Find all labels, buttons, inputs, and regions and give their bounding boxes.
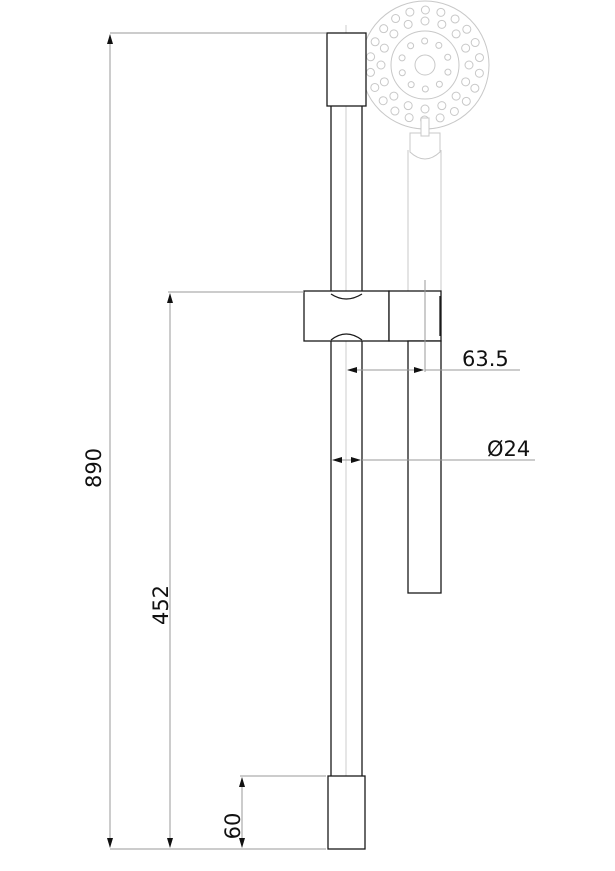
nozzle-icon bbox=[404, 113, 414, 123]
nozzle-icon bbox=[403, 101, 413, 111]
nozzle-icon bbox=[464, 60, 474, 70]
nozzle-icon bbox=[435, 80, 443, 88]
slider bbox=[303, 290, 442, 594]
nozzle-icon bbox=[405, 7, 415, 17]
nozzle-icon bbox=[444, 68, 452, 76]
nozzle-icon bbox=[391, 14, 401, 24]
nozzle-icon bbox=[421, 37, 429, 45]
nozzle-icon bbox=[390, 106, 400, 116]
nozzle-icon bbox=[462, 24, 472, 34]
dimension-label-63-5: 63.5 bbox=[462, 347, 509, 371]
dimension-label-60: 60 bbox=[221, 813, 245, 840]
hand-shower-handle bbox=[407, 340, 442, 594]
nozzle-icon bbox=[436, 7, 446, 17]
nozzle-icon bbox=[366, 67, 376, 77]
nozzle-icon bbox=[370, 82, 380, 92]
dimension-452: 452 bbox=[149, 291, 304, 848]
nozzle-icon bbox=[370, 37, 380, 47]
nozzle-icon bbox=[421, 85, 429, 93]
nozzle-icon bbox=[389, 91, 399, 101]
dimension-890: 890 bbox=[82, 32, 326, 850]
nozzle-icon bbox=[470, 38, 480, 48]
nozzle-icon bbox=[451, 29, 461, 39]
nozzle-icon bbox=[378, 96, 388, 106]
nozzle-icon bbox=[398, 54, 406, 62]
nozzle-icon bbox=[379, 43, 389, 53]
bottom-bracket bbox=[327, 775, 366, 850]
rail bbox=[326, 25, 367, 850]
dimension-60: 60 bbox=[221, 775, 326, 848]
nozzle-icon bbox=[420, 16, 430, 26]
nozzle-icon bbox=[403, 19, 413, 29]
nozzle-icon bbox=[461, 43, 471, 53]
nozzle-icon bbox=[437, 19, 447, 29]
shower-head bbox=[360, 0, 490, 292]
nozzle-icon bbox=[420, 5, 430, 15]
nozzle-icon bbox=[474, 53, 484, 63]
nozzle-icon bbox=[470, 83, 480, 93]
nozzle-icon bbox=[461, 77, 471, 87]
nozzle-icon bbox=[461, 96, 471, 106]
dimension-diameter-24: Ø24 bbox=[332, 437, 535, 463]
dimension-63-5: 63.5 bbox=[347, 280, 520, 373]
nozzle-icon bbox=[451, 91, 461, 101]
nozzle-icon bbox=[389, 29, 399, 39]
nozzle-icon bbox=[376, 60, 386, 70]
nozzle-icon bbox=[444, 53, 452, 61]
dimension-label-452: 452 bbox=[149, 585, 173, 625]
nozzle-icon bbox=[379, 77, 389, 87]
nozzle-icon bbox=[407, 42, 415, 50]
nozzle-icon bbox=[450, 14, 460, 24]
nozzle-icon bbox=[420, 104, 430, 114]
dimension-label-890: 890 bbox=[82, 448, 106, 488]
nozzle-icon bbox=[366, 52, 376, 62]
dimension-label-diameter: Ø24 bbox=[487, 437, 530, 461]
nozzle-icon bbox=[449, 106, 459, 116]
nozzle-icon bbox=[398, 69, 406, 77]
nozzle-icon bbox=[437, 101, 447, 111]
nozzle-icon bbox=[474, 68, 484, 78]
nozzle-icon bbox=[435, 41, 443, 49]
nozzle-icon bbox=[407, 81, 415, 89]
nozzle-icon bbox=[435, 113, 445, 123]
top-bracket bbox=[326, 32, 367, 107]
nozzle-icon bbox=[379, 24, 389, 34]
